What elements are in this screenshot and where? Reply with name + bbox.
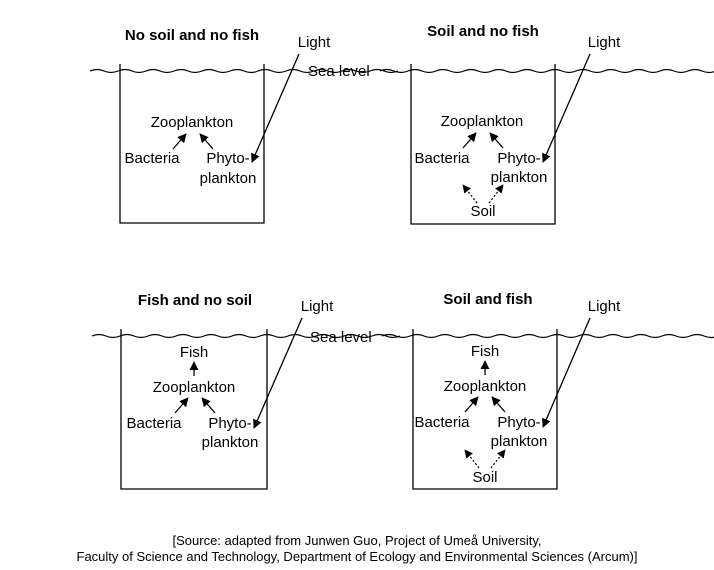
zooplankton-label: Zooplankton bbox=[444, 378, 527, 395]
arrow-soil-to-bacteria bbox=[464, 449, 480, 469]
arrow-soil-to-bacteria bbox=[462, 184, 478, 204]
panel-fish-no-soil: Fish and no soil Sea level Fish Zooplank… bbox=[91, 292, 411, 490]
panel-soil-and-fish: Soil and fish Fish Zooplankton Bacteria … bbox=[409, 291, 714, 490]
phytoplankton-label-line1: Phyto- bbox=[497, 414, 540, 431]
zooplankton-label: Zooplankton bbox=[441, 113, 524, 130]
panel-title: Soil and no fish bbox=[427, 23, 539, 40]
phytoplankton-label-line1: Phyto- bbox=[206, 150, 249, 167]
arrow-light-to-phytoplankton bbox=[251, 53, 300, 163]
arrow-soil-to-phytoplankton bbox=[488, 184, 504, 204]
arrow-phytoplankton-to-zooplankton bbox=[199, 133, 214, 150]
panel-title: Fish and no soil bbox=[138, 292, 252, 309]
fish-label: Fish bbox=[180, 344, 208, 361]
soil-label: Soil bbox=[472, 469, 497, 486]
arrow-bacteria-to-zooplankton bbox=[462, 132, 477, 149]
sea-level-label: Sea level bbox=[308, 63, 370, 80]
zooplankton-label: Zooplankton bbox=[151, 114, 234, 131]
zooplankton-label: Zooplankton bbox=[153, 379, 236, 396]
source-citation: [Source: adapted from Junwen Guo, Projec… bbox=[0, 533, 714, 565]
source-line-2: Faculty of Science and Technology, Depar… bbox=[76, 549, 638, 564]
phytoplankton-label-line1: Phyto- bbox=[208, 415, 251, 432]
tank-outline bbox=[410, 64, 556, 225]
sea-surface-wave bbox=[89, 68, 399, 74]
arrow-bacteria-to-zooplankton bbox=[464, 396, 479, 413]
phytoplankton-label-line2: plankton bbox=[491, 169, 548, 186]
arrow-light-to-phytoplankton bbox=[542, 53, 591, 163]
panel-soil-no-fish: Soil and no fish Zooplankton Bacteria Ph… bbox=[407, 23, 714, 225]
arrow-soil-to-phytoplankton bbox=[490, 449, 506, 469]
bacteria-label: Bacteria bbox=[414, 150, 470, 167]
light-label: Light bbox=[588, 34, 621, 51]
phytoplankton-label-line2: plankton bbox=[202, 434, 259, 451]
bacteria-label: Bacteria bbox=[126, 415, 182, 432]
tank-outline bbox=[119, 64, 265, 224]
arrow-light-to-phytoplankton bbox=[542, 317, 591, 428]
panel-no-soil-no-fish: No soil and no fish Sea level Zooplankto… bbox=[89, 27, 409, 224]
light-label: Light bbox=[301, 298, 334, 315]
phytoplankton-label-line2: plankton bbox=[200, 170, 257, 187]
sea-level-label: Sea level bbox=[310, 329, 372, 346]
sea-surface-wave-mid bbox=[379, 68, 409, 74]
sea-surface-wave bbox=[407, 68, 714, 74]
arrow-phytoplankton-to-zooplankton bbox=[489, 132, 504, 149]
bacteria-label: Bacteria bbox=[414, 414, 470, 431]
tank-outline bbox=[120, 329, 268, 490]
arrow-phytoplankton-to-zooplankton bbox=[201, 397, 216, 414]
tank-outline bbox=[412, 329, 558, 490]
sea-surface-wave bbox=[91, 333, 401, 339]
arrow-bacteria-to-zooplankton bbox=[174, 397, 189, 414]
panel-title: Soil and fish bbox=[443, 291, 532, 308]
sea-surface-wave-mid bbox=[381, 333, 411, 339]
bacteria-label: Bacteria bbox=[124, 150, 180, 167]
arrow-light-to-phytoplankton bbox=[253, 317, 303, 429]
soil-label: Soil bbox=[470, 203, 495, 220]
arrow-phytoplankton-to-zooplankton bbox=[491, 396, 506, 413]
arrow-bacteria-to-zooplankton bbox=[172, 133, 187, 150]
source-line-1: [Source: adapted from Junwen Guo, Projec… bbox=[172, 533, 542, 548]
light-label: Light bbox=[588, 298, 621, 315]
fish-label: Fish bbox=[471, 343, 499, 360]
phytoplankton-label-line2: plankton bbox=[491, 433, 548, 450]
panel-title: No soil and no fish bbox=[125, 27, 259, 44]
phytoplankton-label-line1: Phyto- bbox=[497, 150, 540, 167]
light-label: Light bbox=[298, 34, 331, 51]
sea-surface-wave bbox=[409, 333, 714, 339]
